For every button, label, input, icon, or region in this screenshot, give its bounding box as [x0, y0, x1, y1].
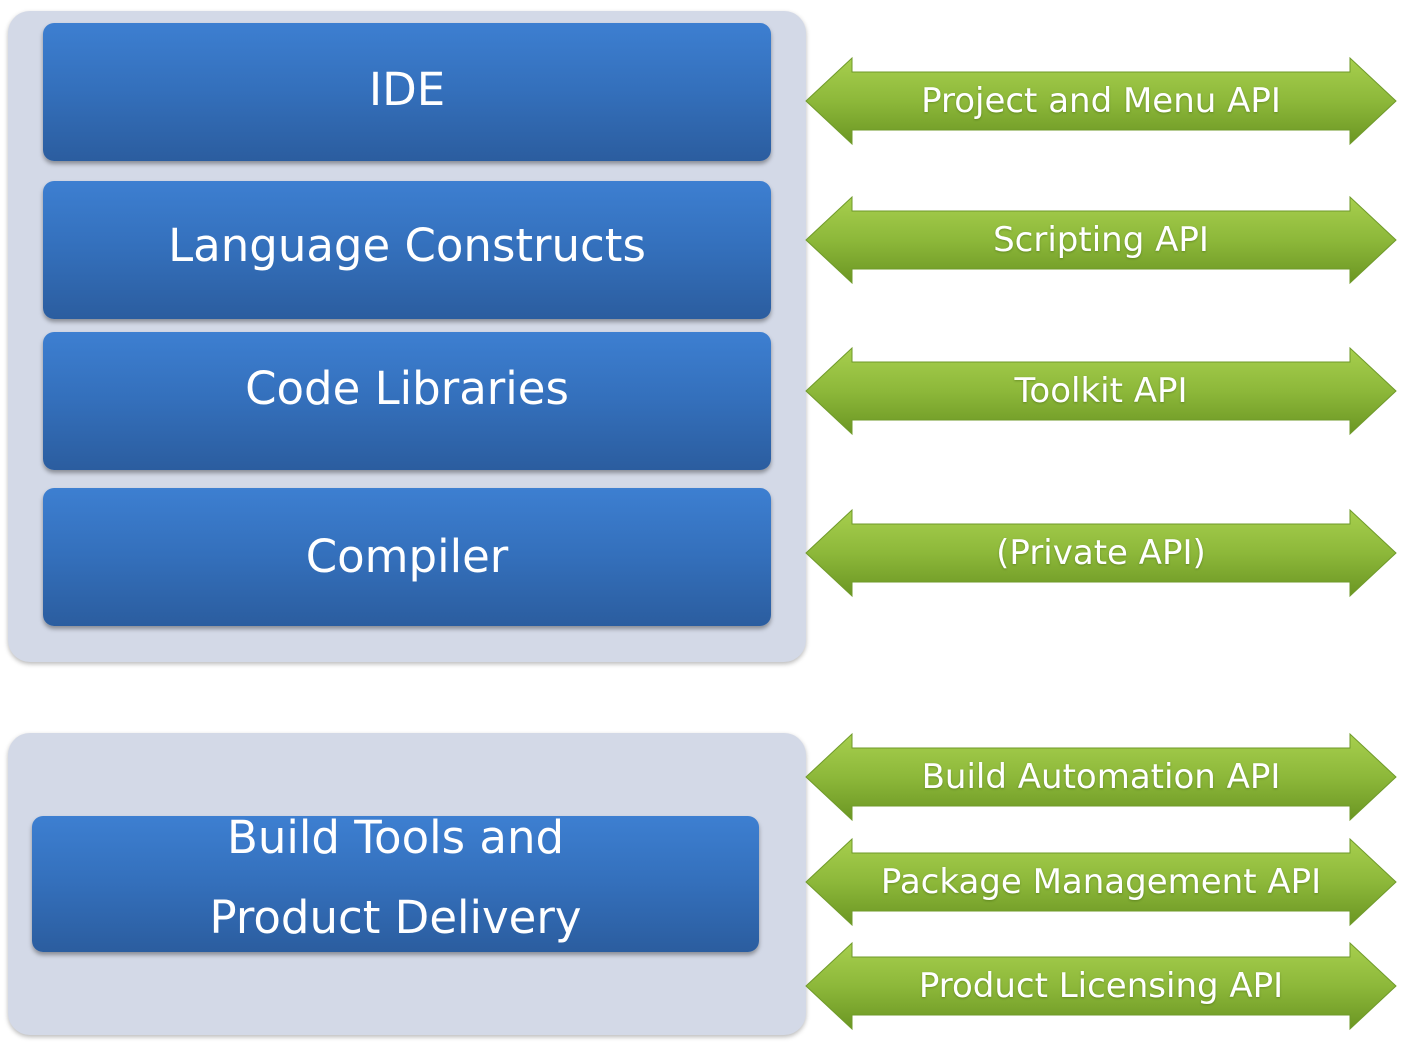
api-label: Package Management API [880, 862, 1322, 902]
build-tools-layer: Build Tools and Product Delivery [32, 811, 759, 952]
double-arrow-icon [805, 195, 1397, 285]
api-label: Build Automation API [921, 757, 1281, 797]
api-arrow-project-menu: Project and Menu API [805, 56, 1397, 146]
api-label: Scripting API [993, 220, 1209, 260]
compiler-layer: Compiler [43, 488, 771, 626]
compiler-label: Compiler [305, 530, 509, 583]
api-label: (Private API) [996, 533, 1206, 573]
language-constructs-layer: Language Constructs [43, 181, 771, 319]
double-arrow-icon [805, 941, 1397, 1031]
code-libraries-label: Code Libraries [245, 362, 569, 415]
double-arrow-icon [805, 508, 1397, 598]
double-arrow-icon [805, 56, 1397, 146]
double-arrow-icon [805, 732, 1397, 822]
ide-label: IDE [368, 63, 446, 116]
build-tools-label-line1: Build Tools and [226, 811, 565, 864]
api-arrow-build-automation: Build Automation API [805, 732, 1397, 822]
language-constructs-label: Language Constructs [168, 219, 646, 272]
double-arrow-icon [805, 346, 1397, 436]
double-arrow-icon [805, 837, 1397, 927]
api-arrow-product-licensing: Product Licensing API [805, 941, 1397, 1031]
api-arrow-toolkit: Toolkit API [805, 346, 1397, 436]
ide-layer: IDE [43, 23, 771, 161]
code-libraries-layer: Code Libraries [43, 332, 771, 470]
build-tools-label-line2: Product Delivery [209, 891, 582, 944]
api-arrow-package-management: Package Management API [805, 837, 1397, 927]
api-arrow-scripting: Scripting API [805, 195, 1397, 285]
api-label: Toolkit API [1014, 371, 1188, 411]
api-label: Product Licensing API [918, 966, 1284, 1006]
api-arrow-private: (Private API) [805, 508, 1397, 598]
api-label: Project and Menu API [921, 81, 1281, 121]
